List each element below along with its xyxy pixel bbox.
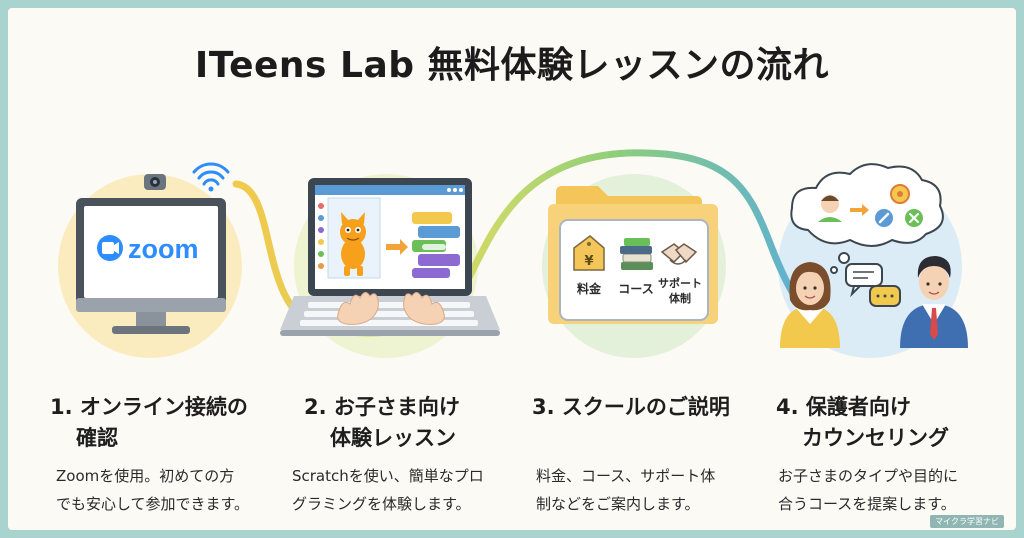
folder-icon: ¥: [548, 186, 718, 324]
step-4-heading: 4. 保護者向け カウンセリング: [776, 395, 949, 450]
svg-text:¥: ¥: [584, 254, 593, 269]
step-1-heading: 1. オンライン接続の 確認: [50, 395, 248, 450]
flow-panel: ITeens Lab 無料体験レッスンの流れ: [8, 8, 1016, 530]
card-label-fee: 料金: [577, 281, 602, 296]
card-label-course: コース: [618, 282, 653, 296]
step-2-description: Scratchを使い、簡単なプロ グラミングを体験します。: [292, 467, 484, 513]
counselor-man-icon: [900, 256, 968, 348]
card-label-support-2: 体制: [669, 291, 691, 305]
step-3-heading: 3. スクールのご説明: [532, 395, 730, 419]
counseling-icon: [780, 163, 968, 348]
zoom-logo-text: zoom: [128, 234, 199, 264]
price-tag-icon: ¥: [573, 235, 605, 271]
page-title: ITeens Lab 無料体験レッスンの流れ: [194, 45, 830, 86]
step-2-heading: 2. お子さま向け 体験レッスン: [304, 395, 460, 450]
thought-bubble: [790, 163, 944, 274]
flow-path: [232, 149, 817, 337]
laptop-scratch-icon: [280, 178, 500, 336]
parent-woman-icon: [780, 262, 840, 348]
monitor-zoom-icon: [76, 162, 230, 334]
wifi-icon: [192, 162, 230, 186]
hands-icon: [337, 292, 445, 325]
step-3-description: 料金、コース、サポート体 制などをご案内します。: [536, 467, 716, 513]
step-4-description: お子さまのタイプや目的に 合うコースを提案します。: [778, 467, 959, 513]
step-1-description: Zoomを使用。初めての方 でも安心して参加できます。: [56, 467, 250, 513]
source-badge: マイクラ学習ナビ: [930, 515, 1004, 528]
scratch-cat-icon: [340, 212, 366, 276]
card-label-support-1: サポート: [658, 276, 702, 290]
books-icon: [620, 238, 653, 270]
illustration-layer: zoom: [58, 149, 968, 358]
handshake-icon: [660, 243, 698, 265]
